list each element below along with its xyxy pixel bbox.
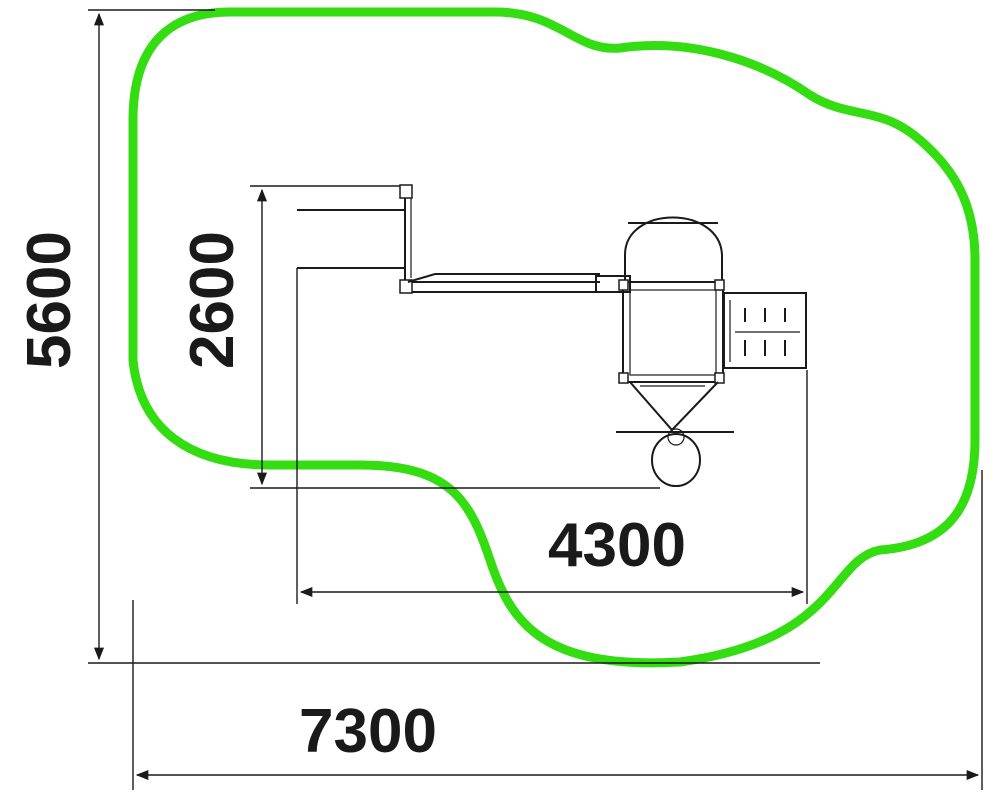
tower-post-2 — [714, 279, 725, 291]
long-beam — [399, 273, 631, 294]
swing-assembly — [616, 381, 734, 487]
horizontal-bars — [297, 184, 413, 282]
overall-width-label: 7300 — [299, 697, 437, 766]
safety-zone-outline — [128, 7, 980, 668]
equipment-depth-label: 2600 — [178, 231, 247, 369]
climbing-panel — [723, 292, 807, 369]
beam-post — [399, 279, 413, 294]
swing-ring-hanger — [667, 428, 685, 446]
beam-brace — [407, 273, 600, 283]
roof-arch — [624, 216, 723, 282]
equipment-length-dimension: 4300 — [296, 268, 808, 604]
swing-ring — [651, 433, 701, 487]
upper-post — [399, 184, 413, 199]
overall-width-dimension: 7300 — [132, 470, 983, 790]
equipment-length-label: 4300 — [548, 511, 686, 580]
tower-post-4 — [714, 372, 725, 384]
swing-chains — [629, 381, 719, 432]
tower — [618, 216, 725, 387]
tower-post-3 — [618, 372, 629, 384]
overall-height-dimension: 5600 — [15, 9, 820, 664]
tower-deck-inner — [629, 289, 717, 376]
tower-post-1 — [618, 279, 629, 291]
equipment-depth-dimension: 2600 — [178, 185, 660, 489]
tower-deck — [622, 281, 724, 383]
overall-height-label: 5600 — [15, 231, 84, 369]
panel-frame — [723, 292, 807, 369]
panel-holds — [744, 308, 786, 356]
